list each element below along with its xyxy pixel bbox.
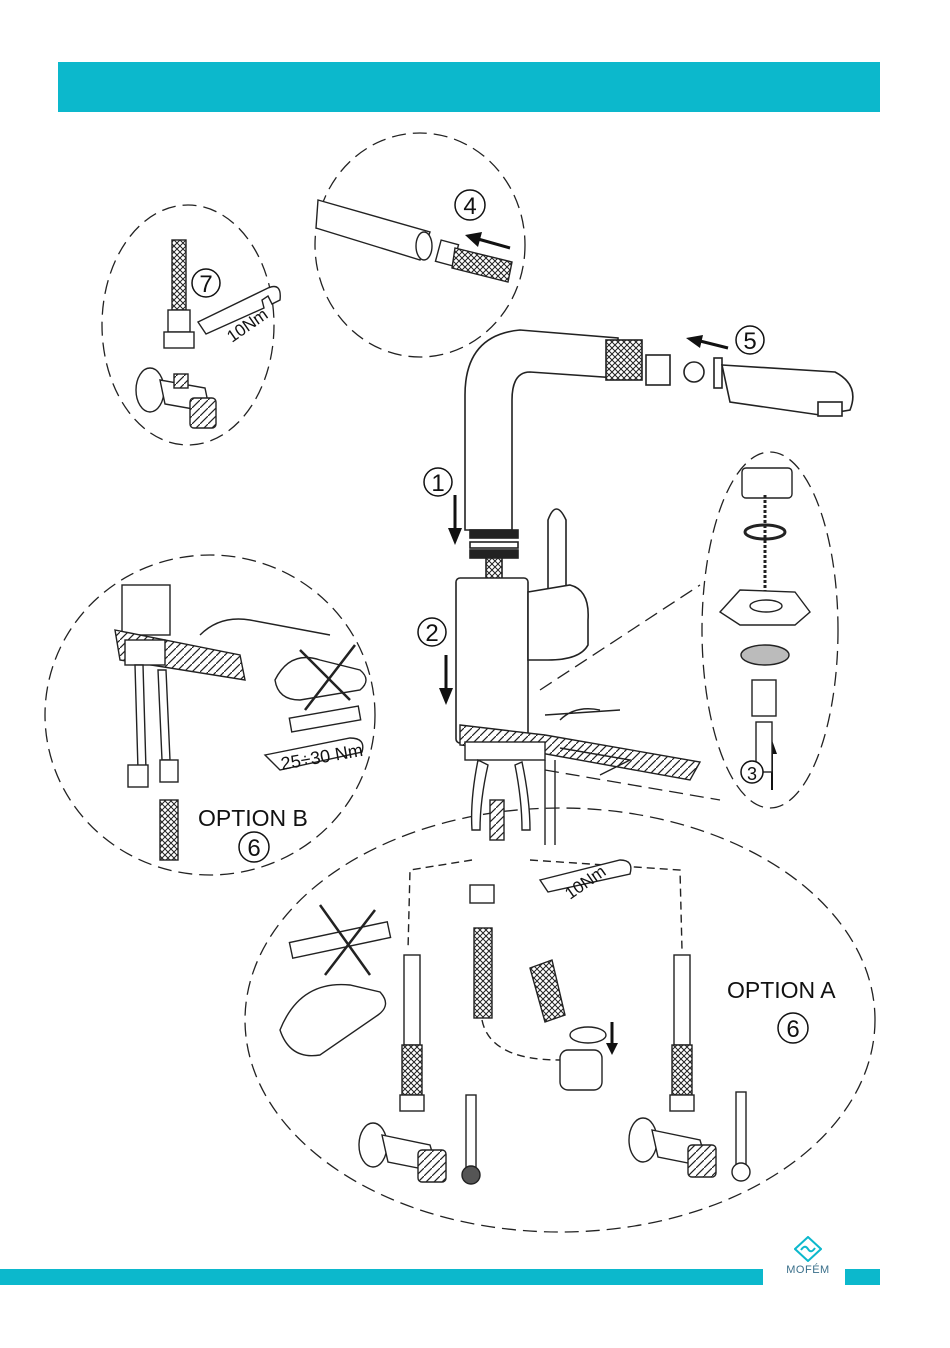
step-label-5: 5	[743, 328, 756, 355]
option-a-parts	[280, 860, 750, 1184]
faucet-body	[456, 330, 853, 743]
option-b-label: OPTION B	[198, 805, 308, 831]
footer-band	[0, 1269, 763, 1285]
step-label-3: 3	[747, 764, 757, 784]
step-label-6b: 6	[247, 835, 260, 862]
step-label-4: 4	[463, 193, 476, 220]
option-a-label: OPTION A	[727, 977, 836, 1003]
footer-band-end	[845, 1269, 880, 1285]
brand-logo: MOFÉM	[778, 1236, 838, 1286]
detail-7-parts	[136, 240, 280, 428]
detail-3-parts	[720, 468, 810, 772]
mofem-logo-icon	[794, 1236, 822, 1262]
step-label-6a: 6	[786, 1016, 799, 1043]
brand-name: MOFÉM	[778, 1264, 838, 1276]
step-label-7: 7	[199, 271, 212, 298]
under-sink-fittings	[465, 742, 555, 845]
step-label-2: 2	[425, 620, 438, 647]
step-label-1: 1	[431, 470, 444, 497]
